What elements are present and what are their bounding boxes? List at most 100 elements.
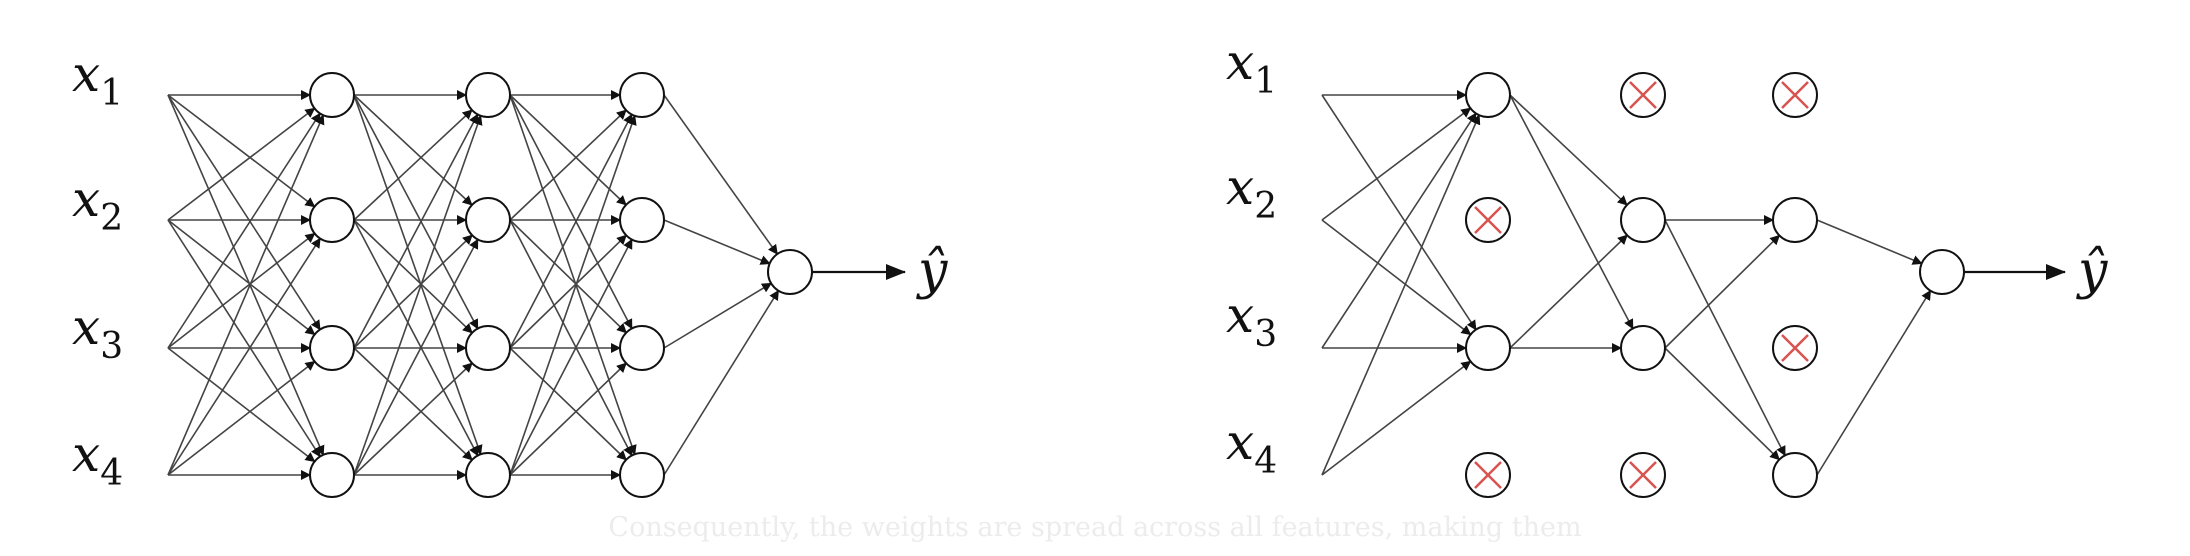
hidden-node [309,72,355,118]
connection-edge [353,113,479,349]
connection-edge [1664,219,1786,457]
connection-edge [353,347,473,461]
dropped-node [1620,72,1666,118]
input-label: x1 [1226,33,1277,102]
dropout-cross-icon [1781,334,1809,362]
connection-edge [167,94,316,208]
active-node [1465,325,1511,371]
output-node [767,249,813,295]
connection-edge [1816,219,1923,265]
active-node [1620,197,1666,243]
hidden-node [309,197,355,243]
connection-edge [1321,94,1477,331]
connection-edge [663,282,773,349]
connection-edge [1664,347,1780,461]
connection-edge [1321,360,1472,476]
connection-edge [509,113,633,349]
input-label: x3 [1226,286,1277,355]
connection-edge [509,94,633,330]
hidden-node [309,452,355,498]
output-label: ŷ [916,241,948,301]
connection-edge [1321,112,1477,349]
connection-edge [1664,234,1781,349]
hidden-node [619,72,665,118]
connection-edge [353,114,483,476]
connection-edge [167,360,316,476]
hidden-node [465,452,511,498]
connection-edge [167,232,316,349]
connection-edge [167,107,316,221]
connection-edge [509,114,637,476]
connection-edge [1321,219,1472,336]
connection-edge [1816,289,1932,476]
connection-edge [167,219,321,458]
output-label: ŷ [2076,241,2108,301]
dropout-cross-icon [1629,81,1657,109]
connection-edge [353,94,483,456]
connection-edge [509,94,627,206]
connection-edge [167,114,325,476]
active-node [1620,325,1666,371]
connection-edge [509,347,627,461]
connection-edge [167,94,321,331]
full-network: x1 x2 x3 x4 ŷ [72,45,948,498]
connection-edge [167,219,316,336]
input-label: x4 [72,425,123,494]
hidden-node [465,197,511,243]
connection-edge [353,94,473,206]
connection-edge [167,94,325,456]
connection-edge [663,219,771,265]
connection-edge [1509,94,1634,330]
connection-edge [1321,107,1472,221]
connection-edge [167,237,321,476]
connection-edge [509,234,627,349]
connection-edge [353,219,473,334]
connection-edge [663,94,778,255]
dropped-node [1772,72,1818,118]
input-label: x3 [72,298,123,367]
input-label: x2 [1226,158,1277,227]
connection-edge [167,112,321,349]
dropped-node [1620,452,1666,498]
connection-edge [353,94,479,330]
connection-edge [509,219,627,334]
connection-edge [1509,234,1628,349]
connection-edge [353,362,473,476]
connection-edge [353,234,473,349]
connection-edge [663,289,780,476]
active-node [1772,197,1818,243]
dropout-cross-icon [1474,461,1502,489]
dropout-cross-icon [1474,206,1502,234]
hidden-node [619,325,665,371]
connection-edge [167,347,316,463]
dropout-cross-icon [1781,81,1809,109]
connection-edge [509,362,627,476]
hidden-node [619,452,665,498]
active-node [1772,452,1818,498]
connection-edge [509,238,633,476]
dropped-node [1465,452,1511,498]
subtitle-caption: Consequently, the weights are spread acr… [608,512,1582,543]
hidden-node [465,325,511,371]
connection-edge [353,219,479,457]
input-label: x2 [72,170,123,239]
output-node [1919,249,1965,295]
dropout-network: x1 x2 x3 x4 ŷ [1226,33,2108,498]
hidden-node [309,325,355,371]
input-label: x1 [72,45,123,114]
connection-edge [353,238,479,476]
connection-edge [1509,94,1628,206]
hidden-node [619,197,665,243]
hidden-node [465,72,511,118]
connection-edge [1321,114,1481,476]
dropped-node [1465,197,1511,243]
connection-edge [509,219,633,457]
connection-edge [353,109,473,221]
dropped-node [1772,325,1818,371]
input-label: x4 [1226,413,1277,482]
active-node [1465,72,1511,118]
connection-edge [509,109,627,221]
connection-edge [509,94,637,456]
dropout-cross-icon [1629,461,1657,489]
